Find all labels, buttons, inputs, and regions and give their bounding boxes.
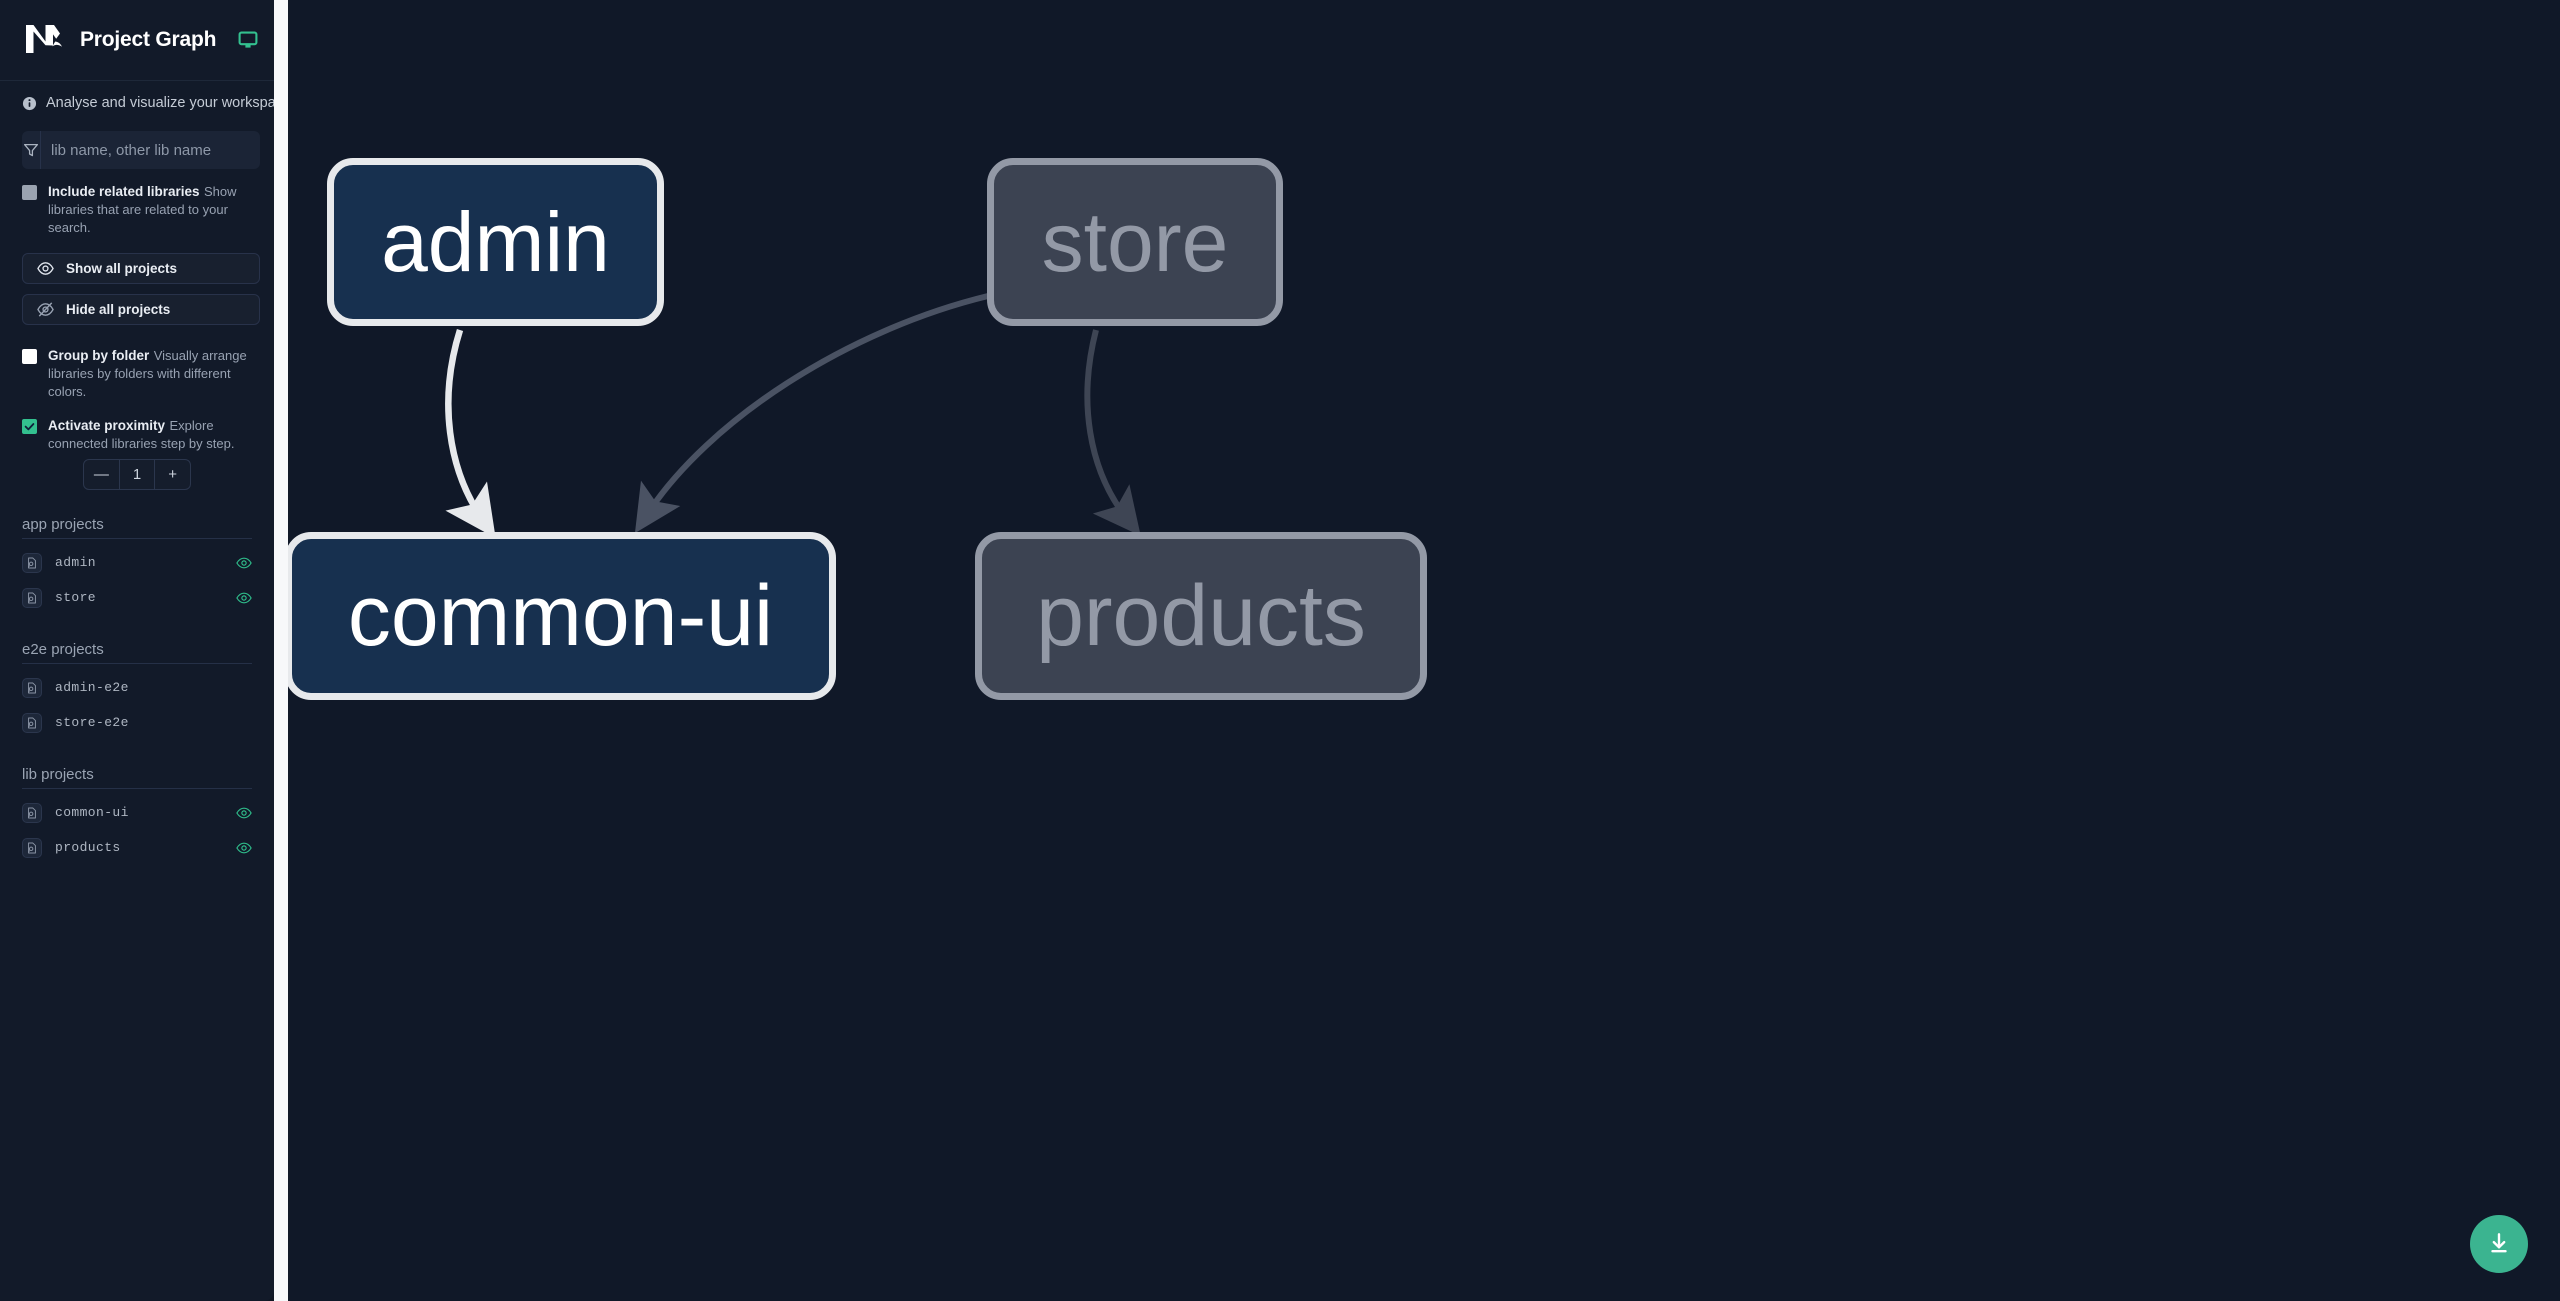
page-title: Project Graph: [80, 28, 217, 51]
sidebar-body: Include related libraries Show libraries…: [0, 123, 274, 865]
edge-admin-to-common-ui: [445, 329, 496, 539]
option-description: Show libraries that are related to your …: [48, 184, 237, 235]
proximity-stepper[interactable]: — 1 +: [83, 459, 191, 490]
graph-node-admin[interactable]: admin: [327, 158, 664, 326]
graph-node-common-ui[interactable]: common-ui: [288, 532, 836, 700]
proximity-increment-button[interactable]: +: [168, 466, 178, 483]
sidebar-header: Project Graph: [0, 0, 274, 81]
project-name: products: [55, 840, 121, 855]
group-title-lib-projects: lib projects: [22, 766, 252, 789]
project-file-icon: [22, 552, 42, 573]
project-file-icon: [22, 587, 42, 608]
sidebar: Project Graph Analyse and visualize your…: [0, 0, 274, 1301]
option-include-related-libraries[interactable]: Include related libraries Show libraries…: [22, 183, 252, 237]
filter-funnel-icon: [22, 131, 41, 169]
project-row-store[interactable]: store: [22, 580, 252, 615]
project-file-icon: [22, 712, 42, 733]
graph-canvas[interactable]: admin store common-ui products: [288, 0, 2560, 1301]
eye-icon[interactable]: [236, 590, 252, 606]
eye-icon[interactable]: [236, 555, 252, 571]
info-circle-icon: [22, 96, 37, 111]
project-name: store: [55, 590, 97, 605]
option-description: Visually arrange libraries by folders wi…: [48, 348, 247, 399]
graph-node-label: store: [1041, 195, 1229, 289]
project-file-icon: [22, 677, 42, 698]
download-button[interactable]: [2470, 1215, 2528, 1273]
project-row-common-ui[interactable]: common-ui: [22, 795, 252, 830]
include-related-libraries-checkbox[interactable]: [22, 185, 37, 200]
group-by-folder-checkbox[interactable]: [22, 349, 37, 364]
option-description: Explore connected libraries step by step…: [48, 418, 235, 451]
tagline-text: Analyse and visualize your workspace.: [46, 95, 274, 111]
graph-node-products[interactable]: products: [975, 532, 1427, 700]
edge-store-to-common-ui: [634, 293, 989, 534]
monitor-icon[interactable]: [238, 30, 258, 50]
option-label: Include related libraries: [48, 184, 200, 199]
edge-store-to-products: [1084, 329, 1141, 536]
tagline: Analyse and visualize your workspace.: [0, 81, 274, 123]
graph-node-label: admin: [381, 195, 610, 289]
search-input[interactable]: [41, 131, 260, 169]
project-file-icon: [22, 837, 42, 858]
option-label: Activate proximity: [48, 418, 166, 433]
eye-icon[interactable]: [236, 840, 252, 856]
eye-icon[interactable]: [236, 805, 252, 821]
graph-node-label: common-ui: [347, 568, 774, 664]
group-title-e2e-projects: e2e projects: [22, 641, 252, 664]
option-group-by-folder[interactable]: Group by folder Visually arrange librari…: [22, 347, 252, 401]
group-title-app-projects: app projects: [22, 516, 252, 539]
project-row-store-e2e[interactable]: store-e2e: [22, 705, 252, 740]
project-name: store-e2e: [55, 715, 129, 730]
proximity-decrement-button[interactable]: —: [93, 466, 109, 483]
project-name: common-ui: [55, 805, 129, 820]
graph-edges: [445, 293, 1141, 539]
graph-node-store[interactable]: store: [987, 158, 1283, 326]
sidebar-resize-handle[interactable]: [274, 0, 288, 1301]
search-filter-box[interactable]: [22, 131, 260, 169]
activate-proximity-checkbox[interactable]: [22, 419, 37, 434]
eye-off-icon: [37, 301, 54, 318]
download-icon: [2486, 1230, 2512, 1259]
project-row-admin-e2e[interactable]: admin-e2e: [22, 670, 252, 705]
project-name: admin-e2e: [55, 680, 129, 695]
graph-node-label: products: [1036, 568, 1366, 664]
nx-logo-icon: [22, 19, 66, 61]
show-all-projects-button[interactable]: Show all projects: [22, 253, 260, 284]
project-name: admin: [55, 555, 97, 570]
project-file-icon: [22, 802, 42, 823]
option-activate-proximity[interactable]: Activate proximity Explore connected lib…: [22, 417, 252, 453]
project-row-products[interactable]: products: [22, 830, 252, 865]
eye-icon: [37, 260, 54, 277]
proximity-value: 1: [118, 460, 156, 489]
hide-all-projects-label: Hide all projects: [66, 302, 171, 317]
option-label: Group by folder: [48, 348, 150, 363]
hide-all-projects-button[interactable]: Hide all projects: [22, 294, 260, 325]
project-row-admin[interactable]: admin: [22, 545, 252, 580]
show-all-projects-label: Show all projects: [66, 261, 178, 276]
